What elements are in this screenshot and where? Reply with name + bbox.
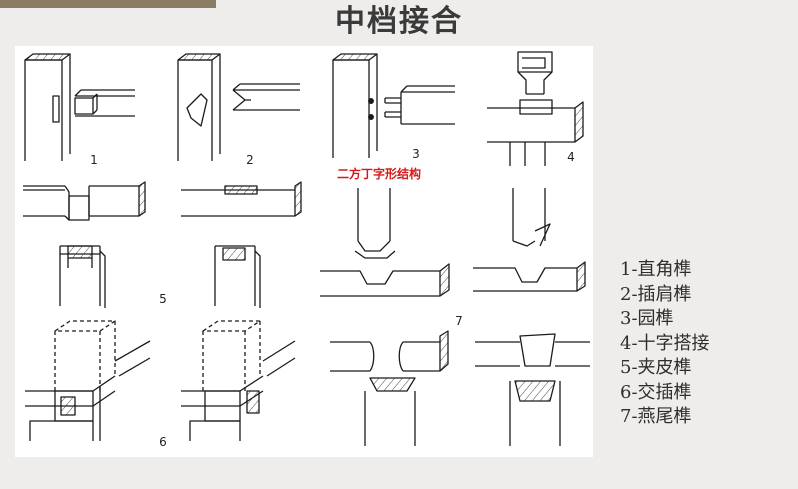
top-accent-bar: [0, 0, 216, 8]
joint-legend: 1-直角榫 2-插肩榫 3-园榫 4-十字搭接 5-夹皮榫 6-交插榫 7-燕尾…: [620, 258, 710, 430]
figure-1-straight-tenon: [24, 53, 135, 161]
figure-number-5: 5: [159, 292, 167, 306]
figure-3-round-tenon: [332, 53, 455, 158]
figure-number-2: 2: [246, 153, 254, 167]
caption-t-shape-structure: 二方丁字形结构: [337, 166, 421, 181]
figure-number-4: 4: [567, 150, 575, 164]
slide-title: 中档接合: [335, 4, 463, 39]
figure-4-cross-lap: [487, 51, 584, 166]
figure-number-6: 6: [159, 435, 167, 449]
figure-6-cross-insert: [25, 320, 296, 441]
joinery-drawing: 1 2 3 4 5 6 7 二方丁字形结构: [23, 51, 590, 449]
figure-number-3: 3: [412, 147, 420, 161]
legend-item: 7-燕尾榫: [620, 406, 692, 427]
figure-5-splice-tenon: [23, 181, 302, 308]
legend-item: 1-直角榫: [620, 259, 692, 280]
legend-item: 6-交插榫: [620, 381, 692, 403]
legend-item: 3-园榫: [620, 308, 674, 329]
figure-7-dovetail: [320, 188, 590, 446]
figure-number-7: 7: [455, 314, 463, 328]
figure-2-shoulder-tenon: [177, 53, 300, 161]
figure-number-1: 1: [90, 153, 98, 167]
legend-item: 2-插肩榫: [620, 283, 692, 305]
legend-item: 4-十字搭接: [620, 332, 710, 354]
legend-item: 5-夹皮榫: [620, 357, 692, 378]
joinery-diagram: 1 2 3 4 5 6 7 二方丁字形结构: [15, 46, 593, 457]
